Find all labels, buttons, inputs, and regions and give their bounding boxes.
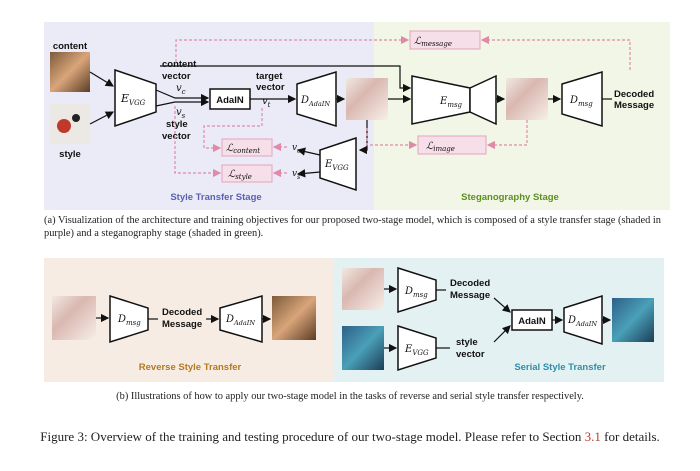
target-vector-label: target — [256, 71, 283, 82]
serial-d-msg — [397, 266, 437, 314]
d-msg-symbol: Dmsg — [569, 95, 593, 108]
e-vgg-symbol: EVGG — [120, 92, 146, 107]
loss-style: ℒstyle — [228, 169, 252, 181]
vt-symbol: vt — [262, 96, 271, 109]
vs-symbol: vs — [176, 107, 186, 120]
style-transfer-stage-label: Style Transfer Stage — [170, 192, 261, 203]
reverse-d-adain — [219, 295, 263, 343]
serial-input-image — [342, 268, 384, 310]
steganography-stage-label: Steganography Stage — [461, 192, 559, 203]
serial-d-adain — [563, 294, 603, 346]
serial-style-image — [342, 326, 384, 370]
content-image — [50, 52, 90, 92]
vc-symbol: vc — [176, 83, 186, 96]
loss-message-box — [409, 30, 481, 50]
serial-style-vector-label-2: vector — [456, 349, 485, 360]
figure-caption: Figure 3: Overview of the training and t… — [0, 429, 700, 445]
content-label: content — [53, 41, 88, 52]
e-vgg2-encoder — [319, 136, 357, 192]
stylized-image — [346, 78, 388, 120]
e-msg-symbol: Emsg — [439, 96, 463, 109]
loss-image-box — [417, 135, 487, 155]
loss-content-box — [221, 138, 273, 157]
serial-decoded-label: Decoded — [450, 278, 490, 289]
d-adain-symbol: DAdaIN — [300, 95, 330, 108]
reverse-output-image — [272, 296, 316, 340]
vc-prime-symbol: vc — [292, 143, 301, 155]
reverse-stage-label: Reverse Style Transfer — [139, 362, 242, 373]
figure-caption-suffix: for details. — [600, 429, 660, 444]
serial-d-adain-symbol: DAdaIN — [567, 315, 597, 328]
section-ref-link[interactable]: 3.1 — [584, 429, 601, 444]
loss-style-box — [221, 164, 273, 183]
d-adain-decoder — [296, 70, 337, 128]
reverse-message-label: Message — [162, 319, 202, 330]
message-label: Message — [614, 100, 654, 111]
encoded-image — [506, 78, 548, 120]
d-msg-decoder — [561, 70, 603, 128]
target-vector-label-2: vector — [256, 82, 285, 93]
loss-message: ℒmessage — [414, 36, 452, 48]
serial-d-msg-symbol: Dmsg — [404, 286, 428, 299]
reverse-d-msg — [109, 294, 149, 344]
serial-style-vector-label: style — [456, 337, 478, 348]
e-vgg2-symbol: EVGG — [324, 159, 349, 172]
adain-label: AdaIN — [216, 95, 244, 106]
loss-image: ℒimage — [426, 141, 455, 153]
caption-a: (a) Visualization of the architecture an… — [44, 215, 661, 239]
loss-content: ℒcontent — [226, 143, 260, 155]
style-vector-label-2: vector — [162, 131, 191, 142]
e-msg-encoder-right — [469, 74, 497, 126]
serial-e-vgg — [397, 324, 437, 372]
serial-message-label: Message — [450, 290, 490, 301]
serial-adain-label: AdaIN — [518, 316, 546, 327]
vs-prime-symbol: vs — [292, 169, 300, 181]
serial-e-vgg-symbol: EVGG — [404, 344, 429, 357]
style-vector-label: style — [166, 119, 188, 130]
content-vector-label: content — [162, 59, 197, 70]
decoded-label: Decoded — [614, 89, 654, 100]
caption-b: (b) Illustrations of how to apply our tw… — [116, 391, 584, 402]
e-vgg-encoder — [114, 68, 157, 128]
serial-stage-label: Serial Style Transfer — [514, 362, 606, 373]
content-vector-label-2: vector — [162, 71, 191, 82]
reverse-input-image — [52, 296, 96, 340]
figure-caption-prefix: Figure 3: Overview of the training and t… — [40, 429, 585, 444]
reverse-d-adain-symbol: DAdaIN — [225, 314, 255, 327]
reverse-d-msg-symbol: Dmsg — [117, 314, 141, 327]
style-label: style — [59, 149, 81, 160]
reverse-decoded-label: Decoded — [162, 307, 202, 318]
serial-output-image — [612, 298, 654, 342]
